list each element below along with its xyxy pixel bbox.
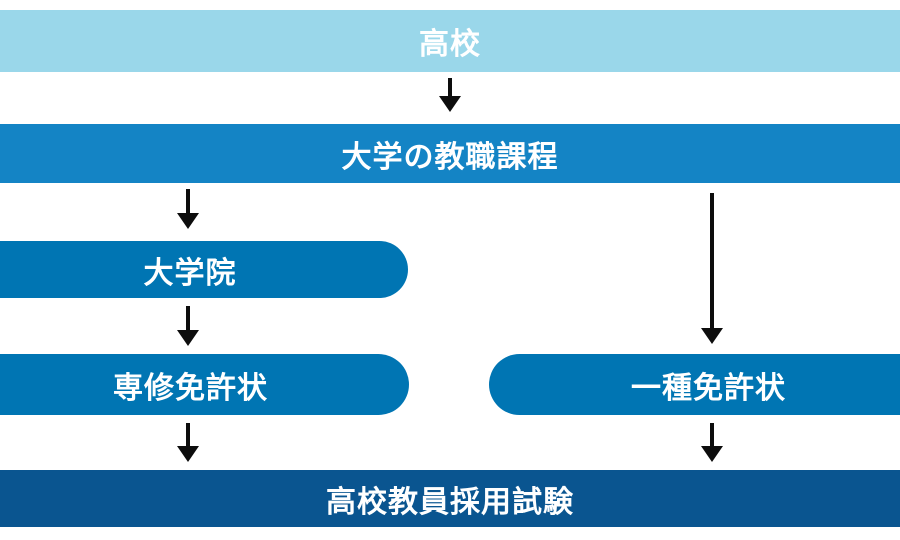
node-advanced-license: 専修免許状 <box>0 354 409 415</box>
arrow-head <box>701 328 723 344</box>
arrow-highschool-to-university <box>439 78 461 112</box>
arrow-head <box>439 96 461 112</box>
node-university-teaching-course-label: 大学の教職課程 <box>341 140 559 174</box>
arrow-type1-license-to-exam <box>701 423 723 462</box>
arrow-stem <box>710 193 714 328</box>
arrow-head <box>177 446 199 462</box>
arrow-graduate-school-to-advanced-license <box>177 306 199 346</box>
arrow-stem <box>186 423 190 446</box>
node-graduate-school: 大学院 <box>0 241 408 298</box>
node-type1-license-label: 一種免許状 <box>631 371 786 405</box>
node-graduate-school-label: 大学院 <box>143 256 237 290</box>
arrow-university-to-graduate-school <box>177 189 199 229</box>
node-highschool-label: 高校 <box>419 28 481 61</box>
arrow-head <box>177 213 199 229</box>
node-highschool: 高校 <box>0 10 900 72</box>
arrow-head <box>177 330 199 346</box>
arrow-stem <box>186 306 190 330</box>
node-type1-license: 一種免許状 <box>489 354 900 415</box>
arrow-stem <box>710 423 714 446</box>
arrow-advanced-license-to-exam <box>177 423 199 462</box>
node-university-teaching-course: 大学の教職課程 <box>0 124 900 183</box>
arrow-stem <box>186 189 190 213</box>
arrow-university-to-type1-license <box>701 193 723 344</box>
node-employment-exam: 高校教員採用試験 <box>0 470 900 527</box>
arrow-head <box>701 446 723 462</box>
node-employment-exam-label: 高校教員採用試験 <box>326 485 574 519</box>
node-advanced-license-label: 専修免許状 <box>113 371 268 405</box>
arrow-stem <box>448 78 452 96</box>
